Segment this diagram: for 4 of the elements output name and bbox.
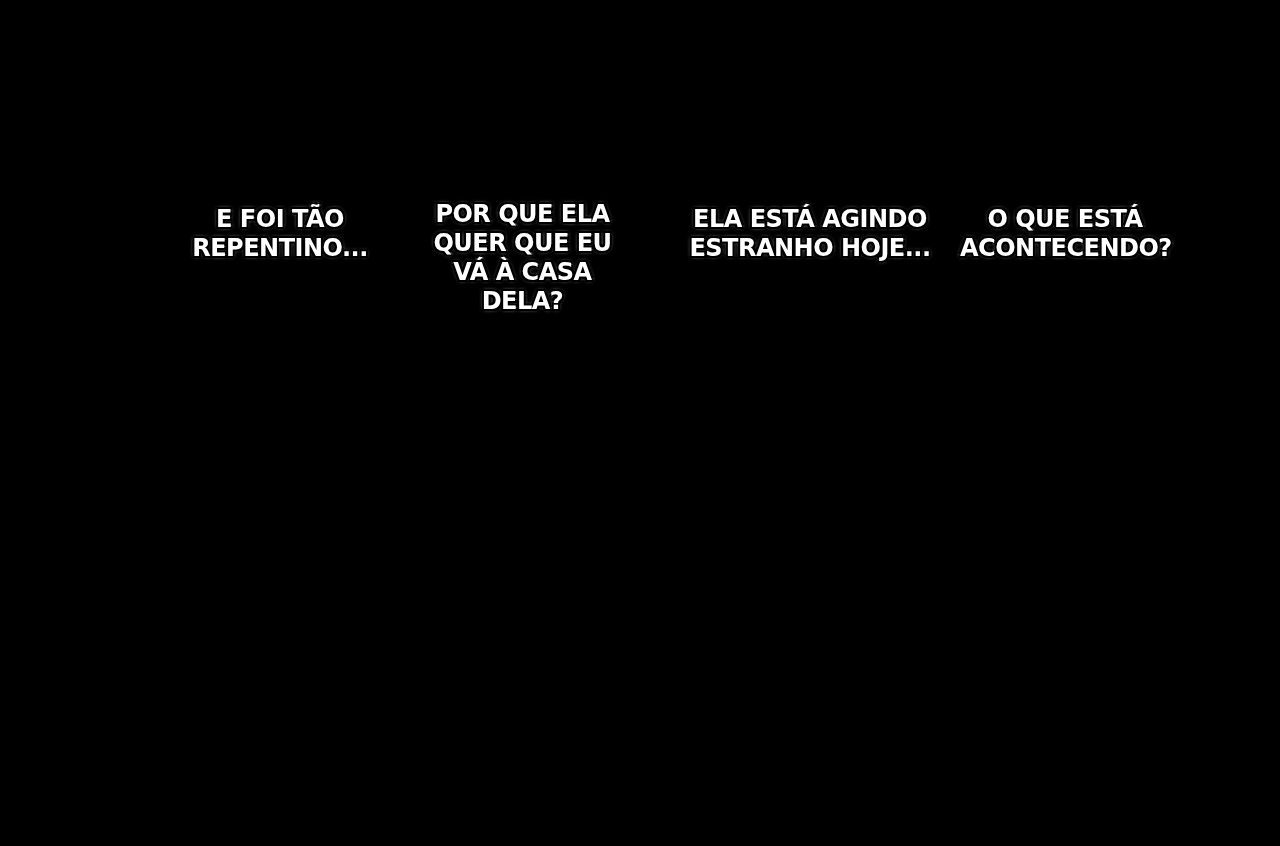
speech-text: POR QUE ELA QUER QUE EU VÁ À CASA DELA?	[432, 200, 613, 316]
speech-text: O QUE ESTÁ ACONTECENDO?	[960, 205, 1170, 263]
speech-text: ELA ESTÁ AGINDO ESTRANHO HOJE...	[688, 205, 932, 263]
speech-text: E FOI TÃO REPENTINO...	[191, 205, 369, 263]
